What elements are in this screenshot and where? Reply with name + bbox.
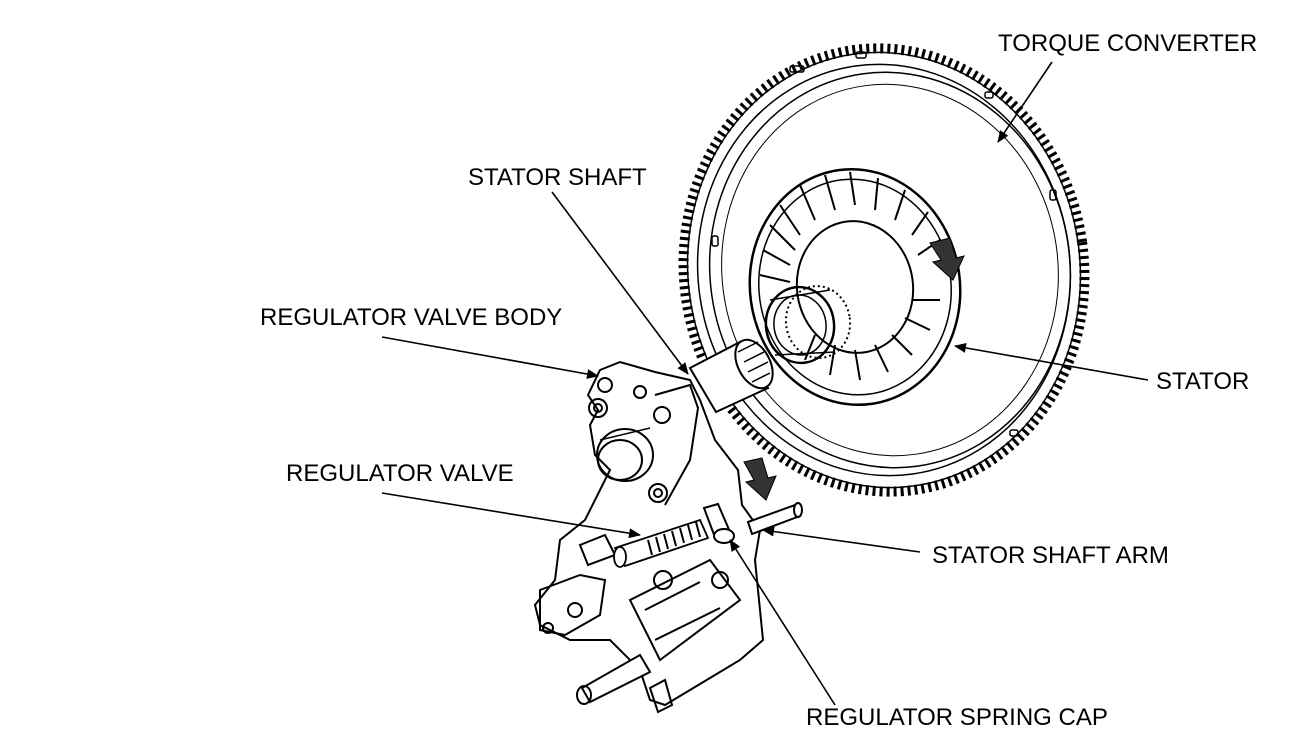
- label-regulator-valve: REGULATOR VALVE: [286, 460, 514, 487]
- regulator-valve-body: [533, 360, 765, 714]
- rotation-arrow-icon: [929, 237, 965, 281]
- leader-torque-converter: [997, 61, 1053, 143]
- label-stator: STATOR: [1156, 368, 1250, 395]
- leader-regulator-valve-body: [381, 336, 599, 379]
- torque-converter: [678, 43, 1090, 497]
- label-torque-converter: TORQUE CONVERTER: [998, 30, 1258, 57]
- label-stator-shaft: STATOR SHAFT: [468, 164, 647, 191]
- label-stator-shaft-arm: STATOR SHAFT ARM: [932, 542, 1169, 569]
- label-regulator-valve-body: REGULATOR VALVE BODY: [260, 304, 563, 331]
- stator-shaft-arm: [746, 502, 803, 536]
- leader-stator: [954, 342, 1149, 381]
- leader-regulator-valve: [381, 492, 641, 539]
- leader-lines: [381, 61, 1149, 706]
- regulator-valve: [613, 518, 710, 568]
- leader-stator-shaft: [551, 191, 689, 375]
- regulator-spring-cap: [702, 502, 735, 544]
- leader-stator-shaft-arm: [762, 526, 921, 553]
- label-regulator-spring-cap: REGULATOR SPRING CAP: [806, 704, 1108, 731]
- stator-shaft: [688, 338, 774, 414]
- leader-regulator-spring-cap: [729, 539, 836, 706]
- motion-arrow-icon: [743, 457, 777, 501]
